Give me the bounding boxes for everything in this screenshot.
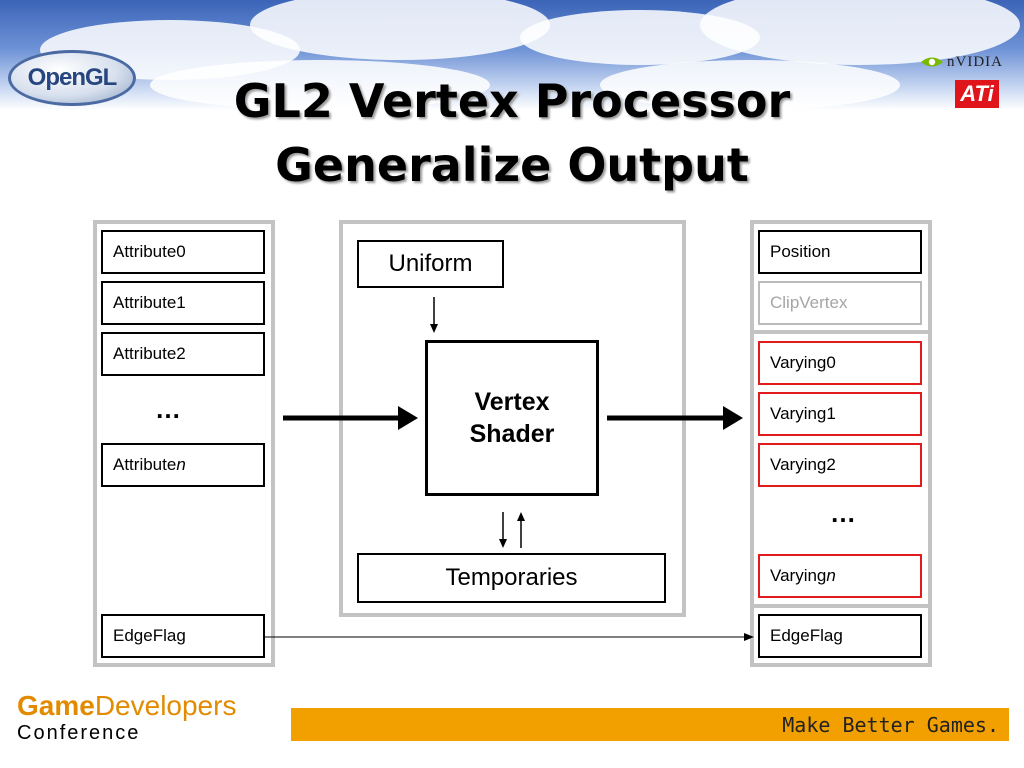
attributes-ellipsis: … xyxy=(155,394,181,424)
position-box: Position xyxy=(758,230,922,274)
nvidia-eye-icon xyxy=(921,57,943,67)
title-line-2: Generalize Output xyxy=(275,138,749,192)
clipvertex-box: ClipVertex xyxy=(758,281,922,325)
vertex-shader-box: Vertex Shader xyxy=(425,340,599,496)
ati-logo: ATi xyxy=(955,80,999,108)
attribute2-box: Attribute2 xyxy=(101,332,265,376)
output-edgeflag-box: EdgeFlag xyxy=(758,614,922,658)
output-separator-bottom xyxy=(754,604,928,608)
output-separator-top xyxy=(754,330,928,334)
slogan-text: Make Better Games. xyxy=(782,712,999,737)
varying2-box: Varying2 xyxy=(758,443,922,487)
input-edgeflag-box: EdgeFlag xyxy=(101,614,265,658)
title-line-1: GL2 Vertex Processor xyxy=(233,74,791,128)
slogan-banner: Make Better Games. xyxy=(291,708,1009,741)
temporaries-box: Temporaries xyxy=(357,553,666,603)
shader-to-temporaries-arrow xyxy=(499,512,507,548)
gdc-logo: GameDevelopers Conference xyxy=(17,690,237,745)
varying0-box: Varying0 xyxy=(758,341,922,385)
varyings-ellipsis: … xyxy=(830,498,856,528)
uniform-box: Uniform xyxy=(357,240,504,288)
varying1-box: Varying1 xyxy=(758,392,922,436)
nvidia-logo: nVIDIA xyxy=(920,52,1003,72)
sky-header-background xyxy=(0,0,1024,110)
attribute1-box: Attribute1 xyxy=(101,281,265,325)
opengl-logo: OpenGL xyxy=(8,50,136,106)
uniform-to-shader-arrow xyxy=(430,297,438,333)
temporaries-to-shader-arrow xyxy=(517,512,525,548)
input-to-shader-arrow xyxy=(283,406,418,430)
shader-to-output-arrow xyxy=(607,406,743,430)
edgeflag-passthrough-arrow xyxy=(265,633,754,641)
attribute0-box: Attribute0 xyxy=(101,230,265,274)
